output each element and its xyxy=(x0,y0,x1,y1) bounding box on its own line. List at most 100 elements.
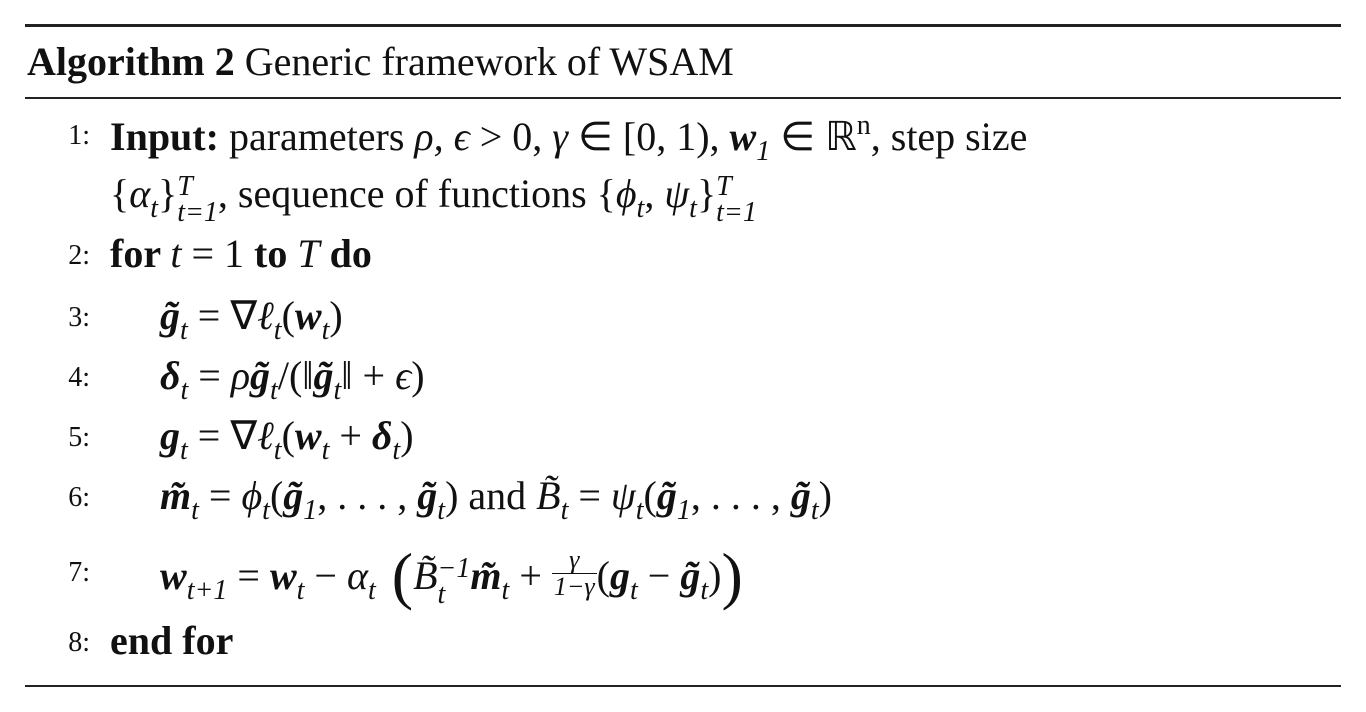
algorithm-label: Algorithm 2 xyxy=(27,39,235,84)
line-number: 5: xyxy=(68,422,90,453)
math-segment: ( xyxy=(643,473,657,518)
math-segment: ) xyxy=(721,540,743,611)
math-segment: ∈ ℝ xyxy=(770,114,857,159)
math-segment: g̃ xyxy=(250,353,271,398)
math-segment: t xyxy=(170,231,182,276)
math-segment: g xyxy=(160,413,180,458)
math-segment: ( xyxy=(281,293,295,338)
math-segment: δ xyxy=(371,413,393,458)
superscript: T xyxy=(177,171,193,202)
math-segment: γ xyxy=(552,114,569,159)
math-segment: = xyxy=(568,473,611,518)
math-segment: m̃ xyxy=(470,553,502,598)
math-segment: t xyxy=(635,495,644,526)
bottom-rule xyxy=(25,685,1341,687)
math-segment: t xyxy=(560,495,569,526)
line-content: Input: parameters ρ, ϵ > 0, γ ∈ [0, 1), … xyxy=(110,110,1027,168)
math-segment: ρ xyxy=(230,353,251,398)
math-segment: , . . . , xyxy=(317,473,418,518)
math-segment: t xyxy=(437,495,446,526)
math-segment: ‖ + xyxy=(341,353,396,398)
math-segment: t+1 xyxy=(186,575,228,606)
math-segment: for xyxy=(110,231,171,276)
math-segment: to xyxy=(254,231,298,276)
line-number: 1: xyxy=(68,120,90,151)
top-rule xyxy=(25,24,1341,27)
math-segment: w xyxy=(729,114,757,159)
math-segment: t xyxy=(270,375,278,406)
title-rule xyxy=(25,97,1341,99)
math-segment: + xyxy=(329,413,372,458)
math-segment: 1 xyxy=(756,136,771,167)
math-segment: t xyxy=(180,435,188,466)
math-segment: do xyxy=(319,231,372,276)
math-segment: t xyxy=(180,315,188,346)
math-segment: B̃ xyxy=(413,553,438,598)
line-number: 4: xyxy=(68,362,90,393)
math-segment: ∈ [0, 1), xyxy=(568,114,730,159)
math-segment: g̃ xyxy=(313,353,334,398)
math-segment: 1 xyxy=(676,495,691,526)
math-segment: t xyxy=(262,495,270,526)
math-segment: ) xyxy=(708,553,722,598)
math-segment: = ∇ xyxy=(187,413,258,458)
math-segment: t xyxy=(700,575,709,606)
math-segment: parameters xyxy=(218,114,415,159)
superscript: −1 xyxy=(437,553,471,584)
math-segment: t xyxy=(321,315,330,346)
math-segment: t xyxy=(273,435,282,466)
math-segment: > 0, xyxy=(469,114,553,159)
math-segment: ϕ xyxy=(241,473,263,518)
math-segment: = ∇ xyxy=(187,293,258,338)
math-segment: δ xyxy=(160,353,181,398)
math-segment: , . . . , xyxy=(690,473,791,518)
math-segment: B̃ xyxy=(536,473,561,518)
math-segment: t xyxy=(191,495,199,526)
line-number: 8: xyxy=(68,627,90,658)
math-segment: g̃ xyxy=(417,473,438,518)
line-number: 6: xyxy=(68,482,90,513)
math-segment: t xyxy=(630,575,638,606)
math-segment: t xyxy=(333,375,342,406)
math-segment: t xyxy=(273,315,282,346)
numerator: γ xyxy=(551,547,597,574)
math-segment: − xyxy=(304,553,347,598)
algorithm-line: 5:gt = ∇ℓt(wt + δt) xyxy=(0,412,1366,468)
math-segment: g̃ xyxy=(680,553,701,598)
math-segment: ) xyxy=(818,473,832,518)
math-segment: g̃ xyxy=(656,473,677,518)
math-segment: w xyxy=(269,553,297,598)
math-segment: t xyxy=(367,575,376,606)
math-segment: , step size xyxy=(870,114,1028,159)
math-segment: ψ xyxy=(664,171,690,216)
math-segment: g xyxy=(610,553,630,598)
math-segment: ) xyxy=(329,293,343,338)
math-segment: g̃ xyxy=(283,473,304,518)
math-segment: w xyxy=(294,413,322,458)
math-segment: end for xyxy=(110,618,234,663)
math-segment: α xyxy=(129,171,151,216)
math-segment: ) xyxy=(411,353,425,398)
algorithm-line: 2:for t = 1 to T do xyxy=(0,230,1366,286)
math-segment: Input: xyxy=(110,114,219,159)
math-segment: α xyxy=(346,553,368,598)
math-segment: w xyxy=(160,553,187,598)
line-number: 3: xyxy=(68,302,90,333)
math-segment: + xyxy=(509,553,552,598)
algorithm-line: 6:m̃t = ϕt(g̃1, . . . , g̃t) and B̃t = ψ… xyxy=(0,472,1366,528)
algorithm-line: 1: Input: parameters ρ, ϵ > 0, γ ∈ [0, 1)… xyxy=(0,110,1366,168)
math-segment: = 1 xyxy=(181,231,255,276)
math-segment: ) and xyxy=(445,473,537,518)
math-segment: } xyxy=(157,171,178,216)
math-segment: , sequence of functions { xyxy=(217,171,616,216)
math-segment: t xyxy=(636,193,645,224)
math-segment: t xyxy=(810,495,819,526)
math-segment: t xyxy=(501,575,510,606)
line-content: gt = ∇ℓt(wt + δt) xyxy=(160,412,414,467)
algorithm-caption: Generic framework of WSAM xyxy=(244,39,734,84)
